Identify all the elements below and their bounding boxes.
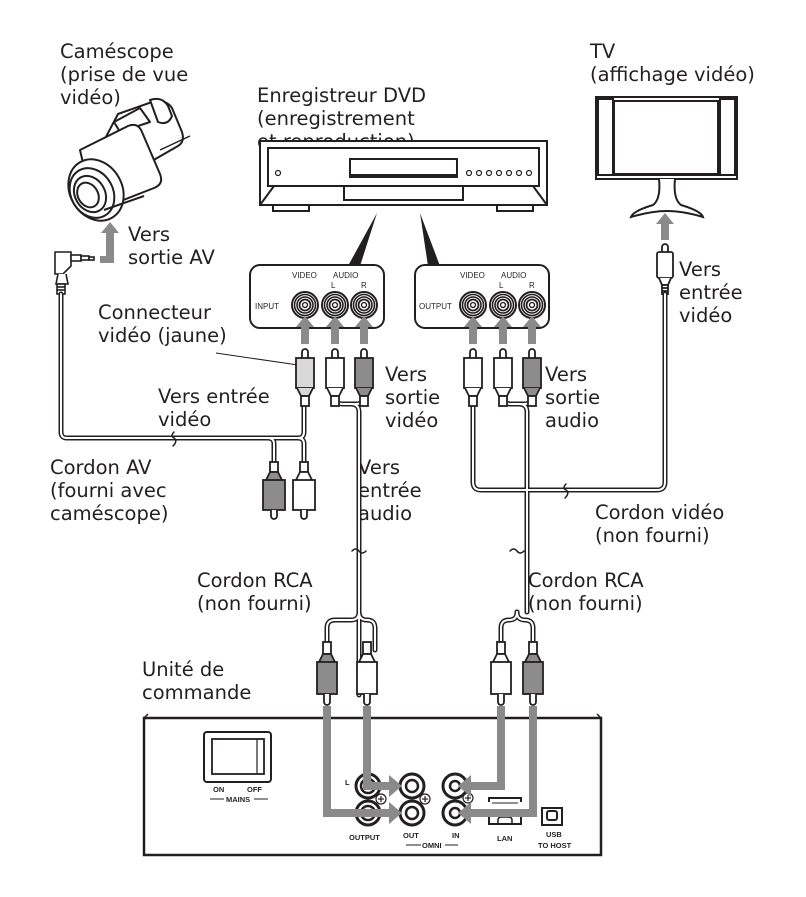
to-audio-output-label: Vers sortie audio — [545, 363, 601, 432]
input-video-label: VIDEO — [292, 271, 317, 280]
omni-out-jack-bottom[interactable] — [398, 799, 426, 827]
to-video-input-label: Vers entrée vidéo — [158, 385, 270, 431]
video-cord-label: Cordon vidéo (non fourni) — [595, 501, 725, 547]
white-loose-plug — [292, 461, 316, 520]
output-audio-r-jack[interactable] — [518, 291, 546, 319]
arrow-to-tv-icon — [656, 213, 674, 240]
gray-plug-left-pair — [316, 641, 338, 706]
mains-off-label: OFF — [247, 785, 262, 794]
mains-on-label: ON — [213, 785, 224, 794]
tv-video-plug — [656, 243, 674, 295]
usb-label-line1: USB — [546, 830, 562, 839]
usb-port[interactable] — [541, 807, 563, 826]
yellow-video-plug — [295, 348, 315, 407]
connector-leader-line — [215, 352, 299, 366]
white-plug-right-pair — [490, 641, 512, 706]
output-row-label: OUTPUT — [419, 302, 452, 311]
tv-icon — [595, 96, 738, 219]
omni-out-label: OUT — [403, 831, 419, 840]
av-cord-label: Cordon AV (fourni avec caméscope) — [50, 456, 169, 525]
input-row-label: INPUT — [255, 302, 279, 311]
cables — [58, 291, 668, 698]
mains-switch[interactable] — [203, 731, 272, 783]
output-callout — [420, 213, 440, 266]
output-l-label: L — [345, 778, 350, 787]
arrow-to-camcorder-icon — [100, 222, 119, 263]
gray-loose-plug — [262, 461, 286, 520]
white-audio-plug-input — [325, 348, 345, 407]
lan-label: LAN — [497, 834, 512, 843]
to-av-output-label: Vers sortie AV — [128, 223, 215, 269]
minijack-plug-icon — [54, 251, 95, 295]
rca-cord-left-label: Cordon RCA (non fourni) — [197, 569, 313, 615]
to-audio-input-label: Vers entrée audio — [358, 456, 422, 525]
rca-plugs-control — [316, 641, 544, 706]
camcorder-label: Caméscope (prise de vue vidéo) — [60, 40, 189, 109]
output-label: OUTPUT — [349, 833, 380, 842]
control-unit-label: Unité de commande — [142, 658, 252, 704]
rca-cord-right-label: Cordon RCA (non fourni) — [528, 569, 644, 615]
video-connector-label: Connecteur vidéo (jaune) — [98, 301, 227, 347]
omni-in-jack-bottom[interactable] — [441, 799, 469, 827]
input-audio-r-jack[interactable] — [350, 291, 378, 319]
input-r-label: R — [361, 281, 367, 290]
input-callout — [348, 213, 377, 266]
input-audio-l-jack[interactable] — [321, 291, 349, 319]
white-plug-left-pair — [356, 641, 378, 706]
input-video-jack[interactable] — [291, 291, 319, 319]
output-audio-label: AUDIO — [501, 271, 526, 280]
omni-label: OMNI — [422, 841, 442, 850]
omni-out-jack-top[interactable] — [398, 772, 426, 800]
rca-plugs-dvd — [295, 348, 542, 407]
gray-audio-plug-input — [354, 348, 374, 407]
output-r-label: R — [529, 281, 535, 290]
gray-audio-plug-output — [522, 348, 542, 407]
to-video-output-label: Vers sortie vidéo — [385, 363, 441, 432]
av-cord-loose-plugs — [262, 461, 316, 520]
dvd-output-panel: VIDEO AUDIO L R OUTPUT — [414, 264, 550, 329]
gray-plug-right-pair — [522, 641, 544, 706]
camcorder-icon — [67, 97, 191, 222]
output-audio-l-jack[interactable] — [489, 291, 517, 319]
usb-label-line2: TO HOST — [538, 841, 572, 850]
tv-label: TV (affichage vidéo) — [590, 40, 755, 86]
dvd-input-panel: VIDEO AUDIO L R INPUT — [249, 264, 385, 329]
output-l-label: L — [499, 281, 504, 290]
white-audio-plug-output — [493, 348, 513, 407]
input-audio-label: AUDIO — [333, 271, 358, 280]
input-l-label: L — [331, 281, 336, 290]
dvd-recorder-icon — [259, 140, 548, 212]
control-arrows — [323, 706, 537, 824]
mains-label: MAINS — [226, 795, 250, 804]
omni-in-label: IN — [452, 831, 460, 840]
output-video-jack[interactable] — [459, 291, 487, 319]
to-tv-video-input-label: Vers entrée vidéo — [679, 258, 743, 327]
output-video-label: VIDEO — [460, 271, 485, 280]
white-video-plug-output — [463, 348, 483, 407]
